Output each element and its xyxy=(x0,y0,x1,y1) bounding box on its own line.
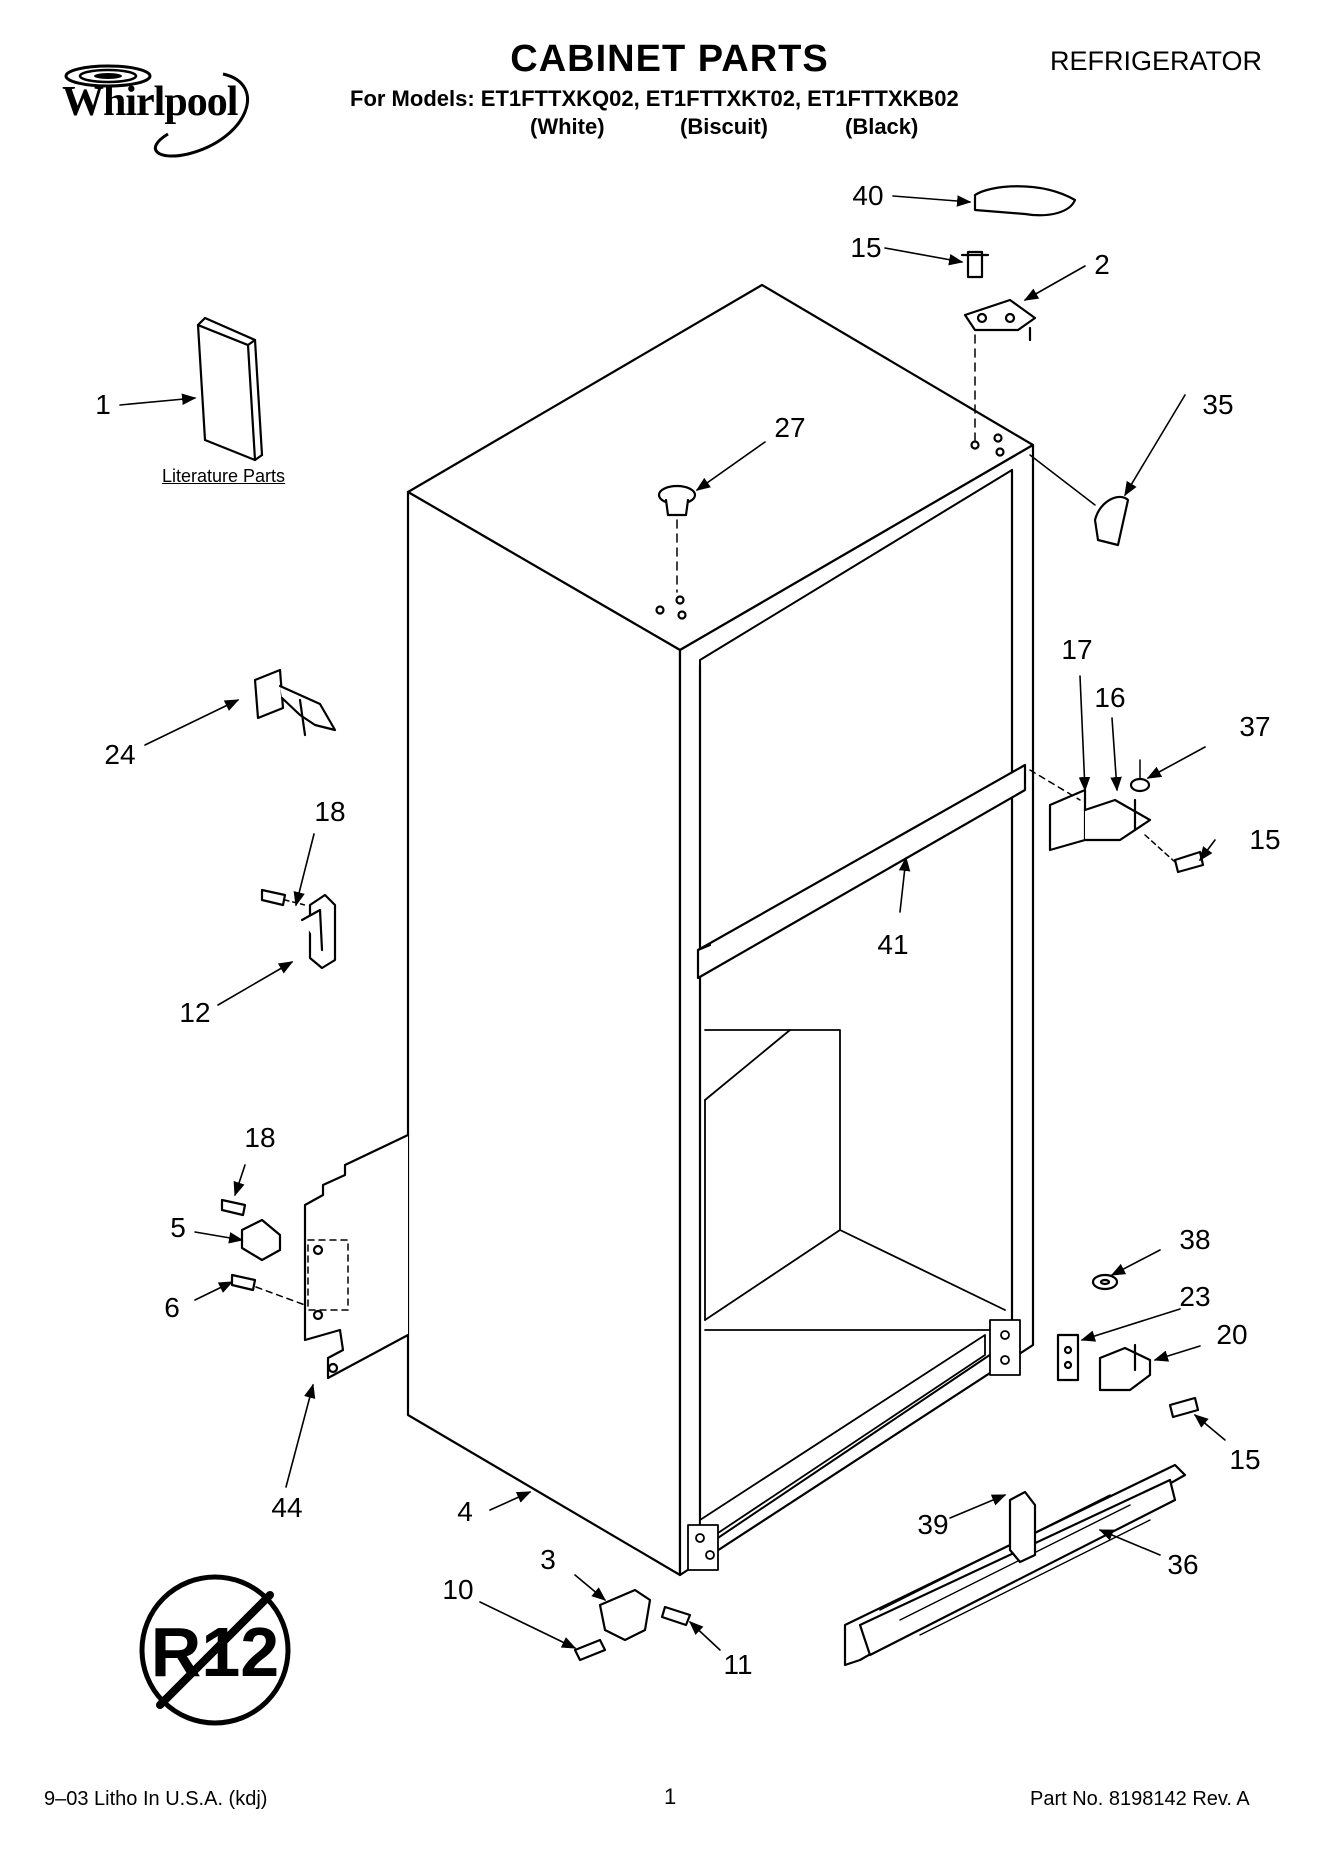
bracket-part-12 xyxy=(260,888,337,970)
callout-18-upper: 18 xyxy=(314,796,346,827)
clip-part-5 xyxy=(240,1218,282,1262)
callout-20: 20 xyxy=(1216,1319,1248,1350)
side-plate-part-44 xyxy=(303,1133,410,1380)
leveling-bracket-part-3 xyxy=(598,1588,652,1642)
callout-15-middle: 15 xyxy=(1249,824,1281,855)
callout-35: 35 xyxy=(1202,389,1234,420)
callout-39: 39 xyxy=(917,1509,949,1540)
liner-details xyxy=(704,1029,1006,1331)
color-label-black: (Black) xyxy=(845,114,919,139)
callout-38: 38 xyxy=(1179,1224,1211,1255)
grille-clip-part-39 xyxy=(1008,1490,1037,1564)
page-number: 1 xyxy=(664,1784,677,1809)
callout-12: 12 xyxy=(179,997,211,1028)
leader-arrows xyxy=(119,195,1226,1651)
screw-part-10 xyxy=(573,1638,607,1662)
door-stop-part-24 xyxy=(253,668,337,737)
callout-27: 27 xyxy=(774,412,806,443)
callout-15-top: 15 xyxy=(850,232,882,263)
callout-23: 23 xyxy=(1179,1281,1211,1312)
screw-part-6 xyxy=(230,1273,306,1306)
callout-10: 10 xyxy=(442,1574,474,1605)
callout-4: 4 xyxy=(457,1496,473,1527)
bottom-rail xyxy=(687,1319,1021,1571)
callout-40: 40 xyxy=(852,180,884,211)
callout-3: 3 xyxy=(540,1544,556,1575)
bottom-hinge-assembly xyxy=(1056,1273,1200,1419)
callout-1: 1 xyxy=(95,389,111,420)
kickplate-grille-part-36 xyxy=(843,1463,1187,1667)
callout-16: 16 xyxy=(1094,682,1126,713)
screw-part-18-lower xyxy=(220,1198,247,1217)
callout-37: 37 xyxy=(1239,711,1271,742)
callout-11: 11 xyxy=(723,1649,753,1680)
screw-part-11 xyxy=(660,1605,692,1627)
callout-24: 24 xyxy=(104,739,136,770)
literature-parts-part-1 xyxy=(196,316,264,462)
callout-6: 6 xyxy=(164,1292,180,1323)
callout-17: 17 xyxy=(1061,634,1093,665)
divider-rail-part-41 xyxy=(696,763,1027,980)
plug-part-27 xyxy=(655,484,697,620)
appliance-type: REFRIGERATOR xyxy=(1050,46,1263,76)
callout-18-lower: 18 xyxy=(244,1122,276,1153)
page-title: CABINET PARTS xyxy=(510,38,829,80)
no-r12-badge: R12 xyxy=(139,1574,291,1726)
callout-5: 5 xyxy=(170,1212,186,1243)
print-info: 9–03 Litho In U.S.A. (kdj) xyxy=(44,1788,268,1810)
callout-44: 44 xyxy=(271,1492,303,1523)
top-hinge-assembly xyxy=(960,185,1077,457)
cabinet-shell xyxy=(406,283,1035,1577)
color-label-biscuit: (Biscuit) xyxy=(680,114,768,139)
models-line: For Models: ET1FTTXKQ02, ET1FTTXKT02, ET… xyxy=(350,86,959,111)
part-number: Part No. 8198142 Rev. A xyxy=(1030,1788,1250,1810)
callout-41: 41 xyxy=(877,929,909,960)
whirlpool-logo xyxy=(64,64,249,158)
callout-15-bottom: 15 xyxy=(1229,1444,1261,1475)
brand-wordmark: Whirlpool xyxy=(62,79,238,125)
center-hinge-assembly xyxy=(1029,759,1205,874)
hinge-cover-part-35 xyxy=(1029,454,1130,547)
color-label-white: (White) xyxy=(530,114,605,139)
literature-parts-caption: Literature Parts xyxy=(162,466,286,486)
callout-2: 2 xyxy=(1094,249,1110,280)
callout-36: 36 xyxy=(1167,1549,1199,1580)
